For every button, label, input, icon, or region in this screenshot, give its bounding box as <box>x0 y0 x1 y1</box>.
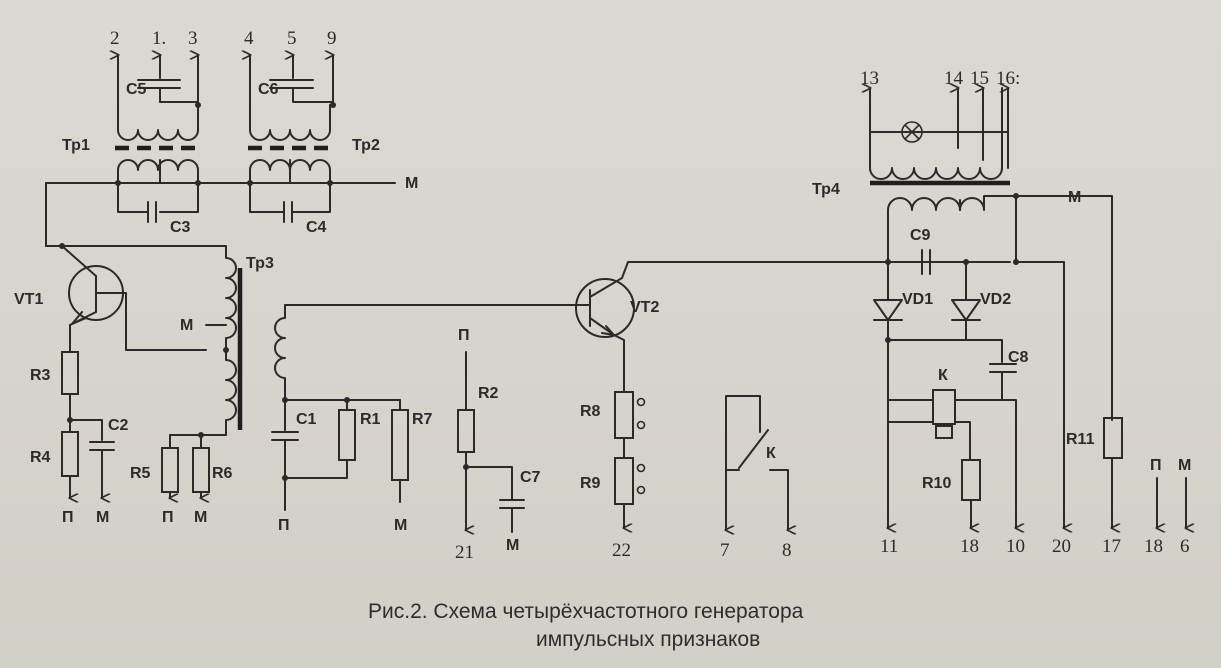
caption-line-2: импульсных признаков <box>536 628 760 651</box>
terminal-2: 2 <box>110 28 120 49</box>
resistor-r7 <box>391 409 409 481</box>
label-r3: R3 <box>30 367 51 384</box>
terminal-22: 22 <box>612 540 631 561</box>
label-r4: R4 <box>30 449 51 466</box>
label-tr3: Тр3 <box>246 255 274 272</box>
label-m-c2: М <box>96 509 109 526</box>
transistor-vt1 <box>45 243 227 353</box>
resistor-r1 <box>338 409 356 461</box>
resistor-r6 <box>192 447 210 493</box>
label-vt1: VT1 <box>14 291 43 308</box>
transistor-vt2 <box>575 261 1011 393</box>
label-m-tr3: М <box>180 317 193 334</box>
resistor-r10 <box>961 459 981 501</box>
label-p-c1: П <box>278 517 290 534</box>
label-m-r6: М <box>194 509 207 526</box>
terminal-17: 17 <box>1102 536 1121 557</box>
terminal-14: 14 <box>944 68 964 89</box>
transformer-tr2 <box>248 55 336 223</box>
terminal-3: 3 <box>188 28 198 49</box>
label-vt2: VT2 <box>630 299 659 316</box>
terminal-15: 15 <box>970 68 989 89</box>
resistor-r5 <box>161 447 179 493</box>
label-vd2: VD2 <box>980 291 1011 308</box>
label-tr2: Тр2 <box>352 137 380 154</box>
label-c2: C2 <box>108 417 129 434</box>
label-c6: C6 <box>258 81 279 98</box>
relay-k <box>887 389 1016 528</box>
label-m-r7: М <box>394 517 407 534</box>
label-r1: R1 <box>360 411 381 428</box>
label-c4: C4 <box>306 219 327 236</box>
terminal-5: 5 <box>287 28 297 49</box>
terminal-10: 10 <box>1006 536 1025 557</box>
resistor-r3 <box>61 351 79 395</box>
resistor-r9 <box>614 457 634 505</box>
terminal-21: 21 <box>455 542 474 563</box>
label-c5: C5 <box>126 81 147 98</box>
label-p-r5: П <box>162 509 174 526</box>
label-switch-k: К <box>766 445 776 462</box>
label-c9: C9 <box>910 227 931 244</box>
label-p-r4: П <box>62 509 74 526</box>
label-r5: R5 <box>130 465 151 482</box>
capacitor-c9 <box>921 249 931 275</box>
label-r9: R9 <box>580 475 601 492</box>
terminal-9: 9 <box>327 28 337 49</box>
terminal-16: 16: <box>996 68 1020 89</box>
transformer-tr1 <box>115 55 201 223</box>
label-r2: R2 <box>478 385 499 402</box>
terminal-13: 13 <box>860 68 879 89</box>
terminal-11: 11 <box>880 536 898 557</box>
caption-line-1: Рис.2. Схема четырёхчастотного генератор… <box>368 600 804 623</box>
transformer-tr4 <box>870 88 1113 421</box>
label-c7: C7 <box>520 469 541 486</box>
terminal-18-a: 18 <box>960 536 979 557</box>
label-c1: C1 <box>296 411 317 428</box>
terminal-20: 20 <box>1052 536 1071 557</box>
label-r7: R7 <box>412 411 433 428</box>
label-p-r2: П <box>458 327 470 344</box>
transformer-tr3 <box>169 245 581 449</box>
diode-vd2 <box>951 261 981 341</box>
switch-k <box>726 395 788 530</box>
label-m-c7: М <box>506 537 519 554</box>
label-m-right: М <box>1178 457 1191 474</box>
terminal-8: 8 <box>782 540 792 561</box>
label-r6: R6 <box>212 465 233 482</box>
label-p-right: П <box>1150 457 1162 474</box>
terminal-1: 1. <box>152 28 166 49</box>
label-c8: C8 <box>1008 349 1029 366</box>
resistor-r2 <box>457 409 475 453</box>
label-m-tr4: М <box>1068 189 1081 206</box>
resistor-r8 <box>614 391 634 439</box>
label-r10: R10 <box>922 475 951 492</box>
label-c3: C3 <box>170 219 191 236</box>
label-vd1: VD1 <box>902 291 933 308</box>
diode-vd1 <box>873 261 903 341</box>
label-r8: R8 <box>580 403 601 420</box>
terminal-7: 7 <box>720 540 730 561</box>
label-m-bus: М <box>405 175 418 192</box>
label-tr4: Тр4 <box>812 181 840 198</box>
terminal-18-b: 18 <box>1144 536 1163 557</box>
terminal-4: 4 <box>244 28 254 49</box>
terminal-6: 6 <box>1180 536 1190 557</box>
label-tr1: Тр1 <box>62 137 90 154</box>
label-r11: R11 <box>1066 431 1095 448</box>
resistor-r11 <box>1103 417 1123 459</box>
label-relay-k: К <box>938 367 948 384</box>
resistor-r4 <box>61 431 79 477</box>
